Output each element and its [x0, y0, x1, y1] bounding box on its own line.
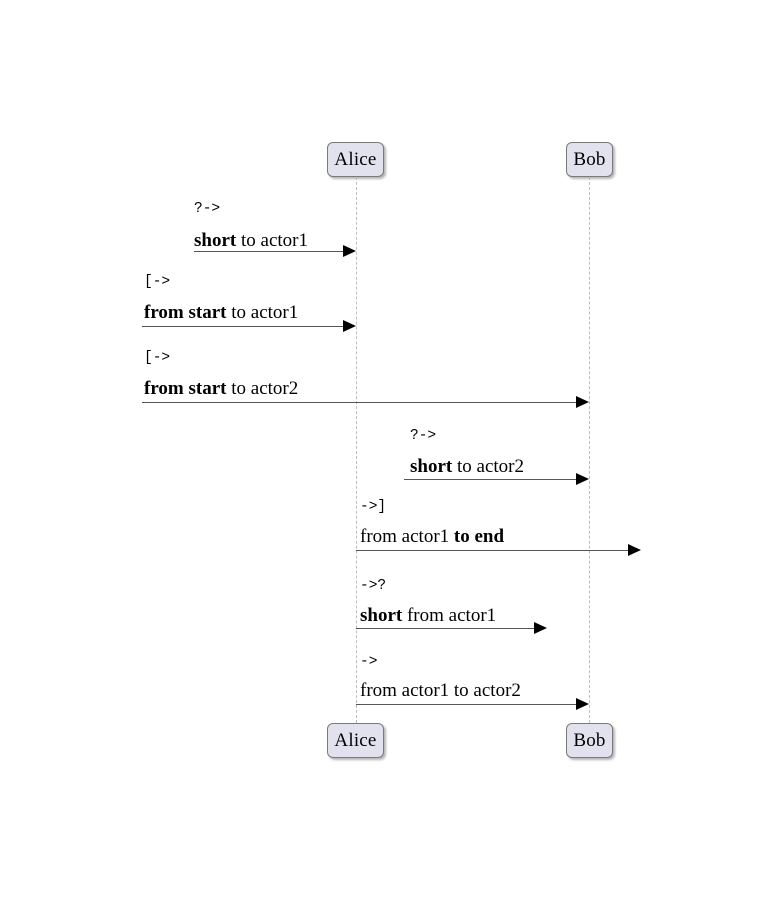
actor-box-bob-bottom[interactable]: Bob [566, 723, 613, 758]
actor-box-alice-top[interactable]: Alice [327, 142, 384, 177]
message-arrow-head-1 [343, 245, 356, 257]
message-label-6: short from actor1 [360, 606, 496, 625]
message-label-5-plain: from actor1 [360, 526, 454, 547]
message-label-3-bold: from start [144, 378, 227, 399]
message-label-6-rest: from actor1 [402, 605, 497, 626]
message-arrow-line-5 [356, 550, 628, 551]
message-arrow-line-2 [142, 326, 343, 327]
message-arrow-head-3 [576, 396, 589, 408]
message-notation-7: -> [360, 654, 378, 670]
actor-label-alice-bottom: Alice [334, 730, 377, 751]
actor-label-bob-bottom: Bob [573, 730, 606, 751]
message-label-6-bold: short [360, 605, 403, 626]
message-arrow-line-7 [356, 704, 576, 705]
message-label-4: short to actor2 [410, 457, 524, 476]
message-label-3-rest: to actor2 [226, 378, 299, 399]
message-notation-5: ->] [360, 499, 387, 515]
message-label-1-rest: to actor1 [236, 230, 308, 251]
message-label-2: from start to actor1 [144, 303, 298, 322]
message-notation-1: ?-> [194, 201, 221, 217]
message-label-4-rest: to actor2 [452, 456, 524, 477]
message-label-5-bold: to end [453, 526, 505, 547]
message-arrow-head-2 [343, 320, 356, 332]
message-notation-4: ?-> [410, 428, 437, 444]
message-arrow-line-6 [356, 628, 534, 629]
message-label-1-bold: short [194, 230, 237, 251]
message-arrow-head-5 [628, 544, 641, 556]
message-label-2-bold: from start [144, 302, 227, 323]
message-arrow-line-1 [194, 251, 343, 252]
lifeline-bob [589, 177, 590, 723]
message-label-5: from actor1 to end [360, 527, 504, 546]
message-arrow-head-4 [576, 473, 589, 485]
message-label-4-bold: short [410, 456, 453, 477]
actor-box-alice-bottom[interactable]: Alice [327, 723, 384, 758]
lifeline-alice [356, 177, 357, 723]
message-notation-3: [-> [144, 350, 171, 366]
message-arrow-line-3 [142, 402, 576, 403]
message-arrow-head-7 [576, 698, 589, 710]
message-label-1: short to actor1 [194, 231, 308, 250]
actor-box-bob-top[interactable]: Bob [566, 142, 613, 177]
message-arrow-line-4 [404, 479, 576, 480]
message-label-3: from start to actor2 [144, 379, 298, 398]
message-label-2-rest: to actor1 [226, 302, 299, 323]
actor-label-bob-top: Bob [573, 149, 606, 170]
actor-label-alice-top: Alice [334, 149, 377, 170]
message-notation-2: [-> [144, 274, 171, 290]
message-notation-6: ->? [360, 578, 387, 594]
message-arrow-head-6 [534, 622, 547, 634]
message-label-7: from actor1 to actor2 [360, 680, 521, 701]
